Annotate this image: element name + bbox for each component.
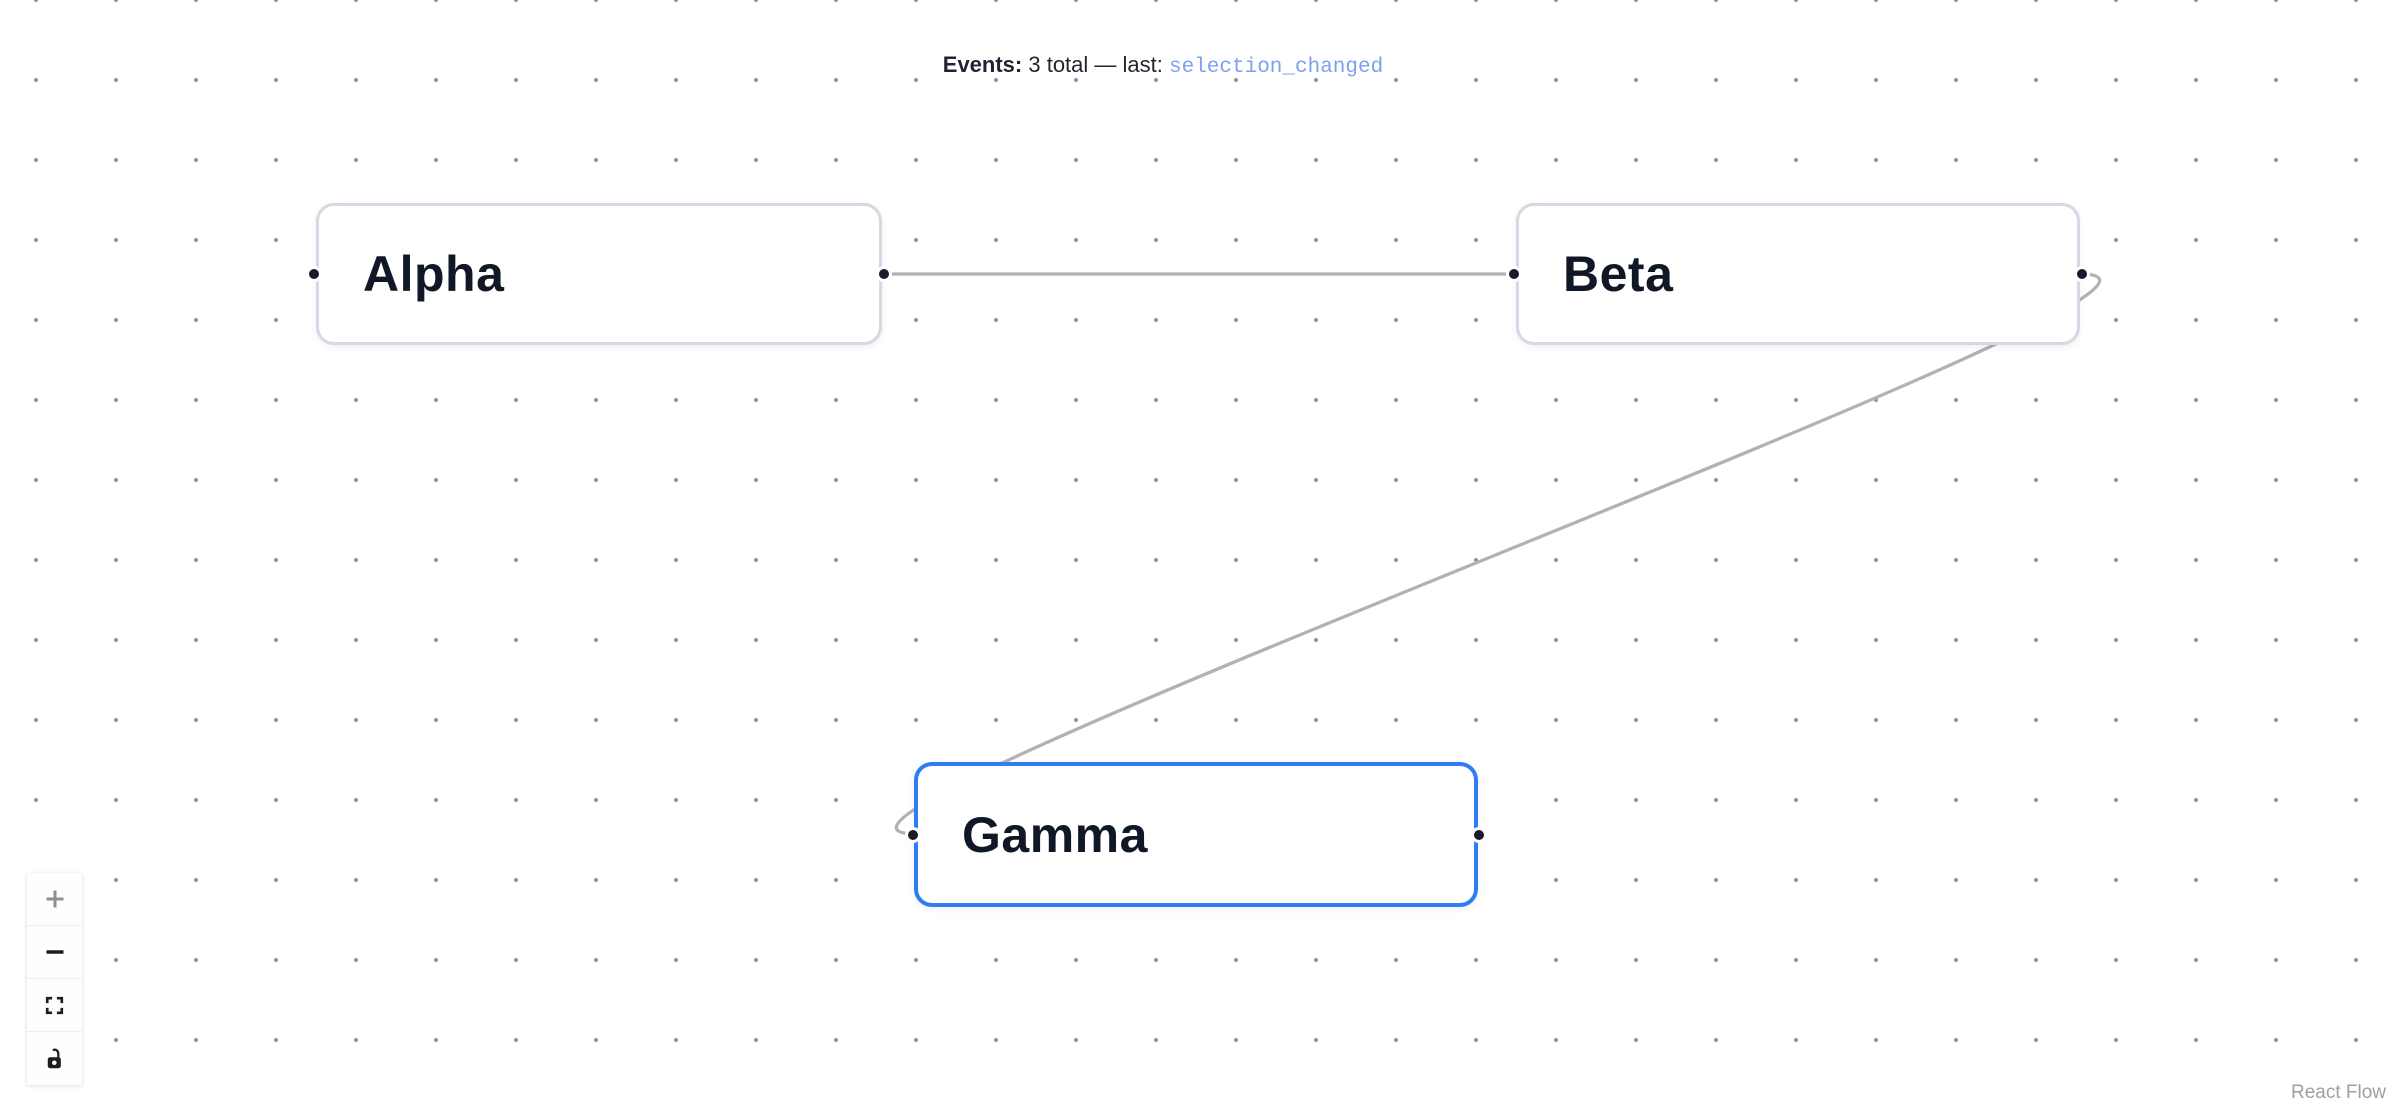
last-event-name: selection_changed [1168,56,1384,79]
source-handle[interactable] [876,266,892,282]
lock-toggle-button[interactable] [27,1032,82,1085]
node-alpha[interactable]: Alpha [306,203,892,345]
source-handle[interactable] [2074,266,2090,282]
target-handle[interactable] [1506,266,1522,282]
node-label: Gamma [962,806,1148,863]
minus-icon [46,950,63,954]
plus-icon [46,890,63,908]
attribution-label: React Flow [2290,1082,2386,1103]
controls-panel [27,873,82,1085]
node-label: Beta [1563,246,1674,302]
events-status: Events: 3 total — last: selection_change… [943,52,1383,79]
target-handle[interactable] [306,266,322,282]
edge-beta-gamma[interactable] [894,272,2102,836]
attribution[interactable]: React Flow [2291,1082,2386,1104]
node-label: Alpha [363,246,505,302]
node-gamma[interactable]: Gamma [905,762,1487,907]
target-handle[interactable] [905,826,921,843]
events-summary: 3 total — last: [1022,52,1169,77]
fit-view-icon [45,996,64,1014]
fit-view-button[interactable] [27,979,82,1032]
zoom-in-button[interactable] [27,873,82,926]
node-beta[interactable]: Beta [1506,203,2090,345]
zoom-out-button[interactable] [27,926,82,979]
events-label: Events: [942,52,1023,77]
source-handle[interactable] [1471,826,1487,843]
unlock-icon [47,1048,61,1069]
